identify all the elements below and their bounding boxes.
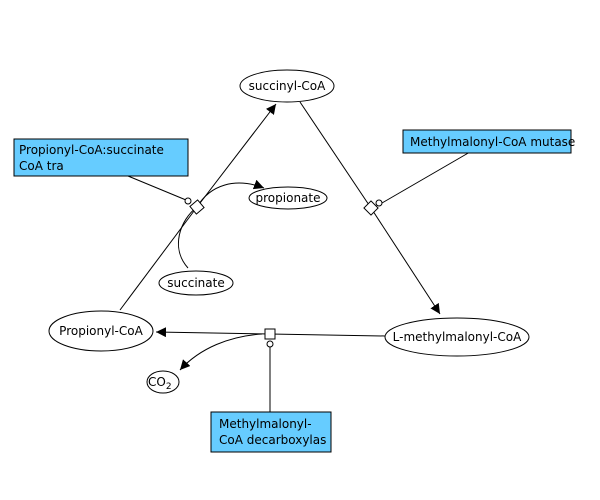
edge-mutase-to-lmethylmalonylcoa <box>370 207 441 315</box>
edge-succinylcoa-to-mutase <box>299 101 372 209</box>
edge-lmethylmalonylcoa-to-decarboxylase <box>269 333 386 337</box>
edges <box>119 101 471 412</box>
decarboxylase-process-node <box>264 328 276 340</box>
decarboxylase-label-line2: CoA decarboxylas <box>219 433 326 447</box>
species-nodes: succinyl-CoA propionate succinate Propio… <box>48 69 530 394</box>
process-nodes <box>184 197 383 348</box>
lmethylmalonylcoa-node[interactable]: L-methylmalonyl-CoA <box>384 317 530 357</box>
succinate-node[interactable]: succinate <box>158 270 234 296</box>
succinylcoa-label: succinyl-CoA <box>249 79 326 93</box>
edge-mutase-enzyme-link <box>381 151 471 204</box>
decarboxylase-enzyme-box[interactable]: Methylmalonyl- CoA decarboxylas <box>210 411 332 453</box>
decarboxylase-label-line1: Methylmalonyl- <box>219 417 312 431</box>
edge-decarboxylase-to-co2 <box>179 333 263 371</box>
edge-succinate-to-transferase <box>178 206 198 269</box>
succinate-label: succinate <box>167 276 224 290</box>
co2-node[interactable]: CO2 <box>146 370 180 394</box>
mutase-label: Methylmalonyl-CoA mutase <box>410 135 575 149</box>
transferase-enzyme-box[interactable]: Propionyl-CoA:succinate CoA tra <box>13 138 189 177</box>
propionate-node[interactable]: propionate <box>248 186 328 210</box>
edge-propionylcoa-to-transferase <box>119 206 198 311</box>
co2-label: CO2 <box>148 375 172 392</box>
transferase-label-line2: CoA tra <box>19 159 64 173</box>
propionylcoa-node[interactable]: Propionyl-CoA <box>48 310 154 352</box>
lmethylmalonylcoa-label: L-methylmalonyl-CoA <box>393 330 522 344</box>
propionylcoa-label: Propionyl-CoA <box>59 324 143 338</box>
decarboxylase-modifier-circle <box>266 340 274 348</box>
mutase-process-node <box>363 200 379 216</box>
transferase-process-node <box>189 199 205 215</box>
edge-transferase-enzyme-link <box>127 175 187 201</box>
mutase-modifier-circle <box>375 199 383 207</box>
edge-transferase-to-succinylcoa <box>196 103 277 208</box>
transferase-label-line1: Propionyl-CoA:succinate <box>19 143 164 157</box>
enzyme-boxes: Propionyl-CoA:succinate CoA tra Methylma… <box>13 129 575 453</box>
edge-decarboxylase-to-propionylcoa <box>155 327 271 338</box>
mutase-enzyme-box[interactable]: Methylmalonyl-CoA mutase <box>402 129 575 154</box>
propionate-label: propionate <box>256 191 321 205</box>
succinylcoa-node[interactable]: succinyl-CoA <box>239 69 335 103</box>
transferase-modifier-circle <box>184 197 192 205</box>
edge-transferase-to-propionate <box>196 179 265 208</box>
